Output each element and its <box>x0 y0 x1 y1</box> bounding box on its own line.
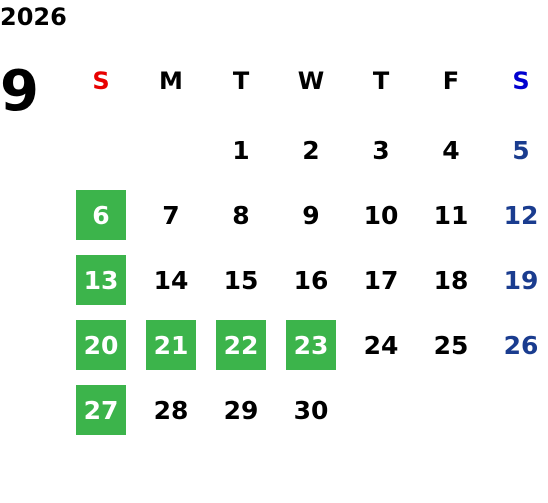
day-cell-highlighted[interactable]: 6 <box>76 190 126 240</box>
day-cell[interactable]: 4 <box>442 135 460 165</box>
day-cell[interactable]: 25 <box>433 330 469 360</box>
weekday-header: F <box>442 67 460 95</box>
day-cell-highlighted[interactable]: 27 <box>76 385 126 435</box>
day-cell[interactable]: 10 <box>363 200 399 230</box>
weekday-header: S <box>92 67 110 95</box>
day-cell-highlighted[interactable]: 13 <box>76 255 126 305</box>
day-cell[interactable]: 9 <box>302 200 320 230</box>
day-cell[interactable]: 12 <box>503 200 539 230</box>
calendar-year: 2026 <box>0 3 67 31</box>
day-cell[interactable]: 15 <box>223 265 259 295</box>
day-cell[interactable]: 24 <box>363 330 399 360</box>
day-cell[interactable]: 17 <box>363 265 399 295</box>
weekday-header: T <box>232 67 250 95</box>
weekday-header: T <box>372 67 390 95</box>
day-cell[interactable]: 18 <box>433 265 469 295</box>
day-cell-highlighted[interactable]: 22 <box>216 320 266 370</box>
day-cell-highlighted[interactable]: 23 <box>286 320 336 370</box>
day-cell[interactable]: 16 <box>293 265 329 295</box>
day-cell[interactable]: 29 <box>223 395 259 425</box>
day-cell[interactable]: 7 <box>162 200 180 230</box>
day-cell[interactable]: 26 <box>503 330 539 360</box>
day-cell-highlighted[interactable]: 20 <box>76 320 126 370</box>
day-cell[interactable]: 1 <box>232 135 250 165</box>
day-cell[interactable]: 30 <box>293 395 329 425</box>
weekday-header: S <box>512 67 530 95</box>
day-cell[interactable]: 2 <box>302 135 320 165</box>
day-cell[interactable]: 8 <box>232 200 250 230</box>
day-cell[interactable]: 11 <box>433 200 469 230</box>
day-cell[interactable]: 3 <box>372 135 390 165</box>
calendar-month: 9 <box>0 59 39 124</box>
weekday-header: W <box>297 67 325 95</box>
day-cell[interactable]: 5 <box>512 135 530 165</box>
day-cell[interactable]: 19 <box>503 265 539 295</box>
day-cell[interactable]: 14 <box>153 265 189 295</box>
weekday-header: M <box>159 67 183 95</box>
day-cell[interactable]: 28 <box>153 395 189 425</box>
day-cell-highlighted[interactable]: 21 <box>146 320 196 370</box>
